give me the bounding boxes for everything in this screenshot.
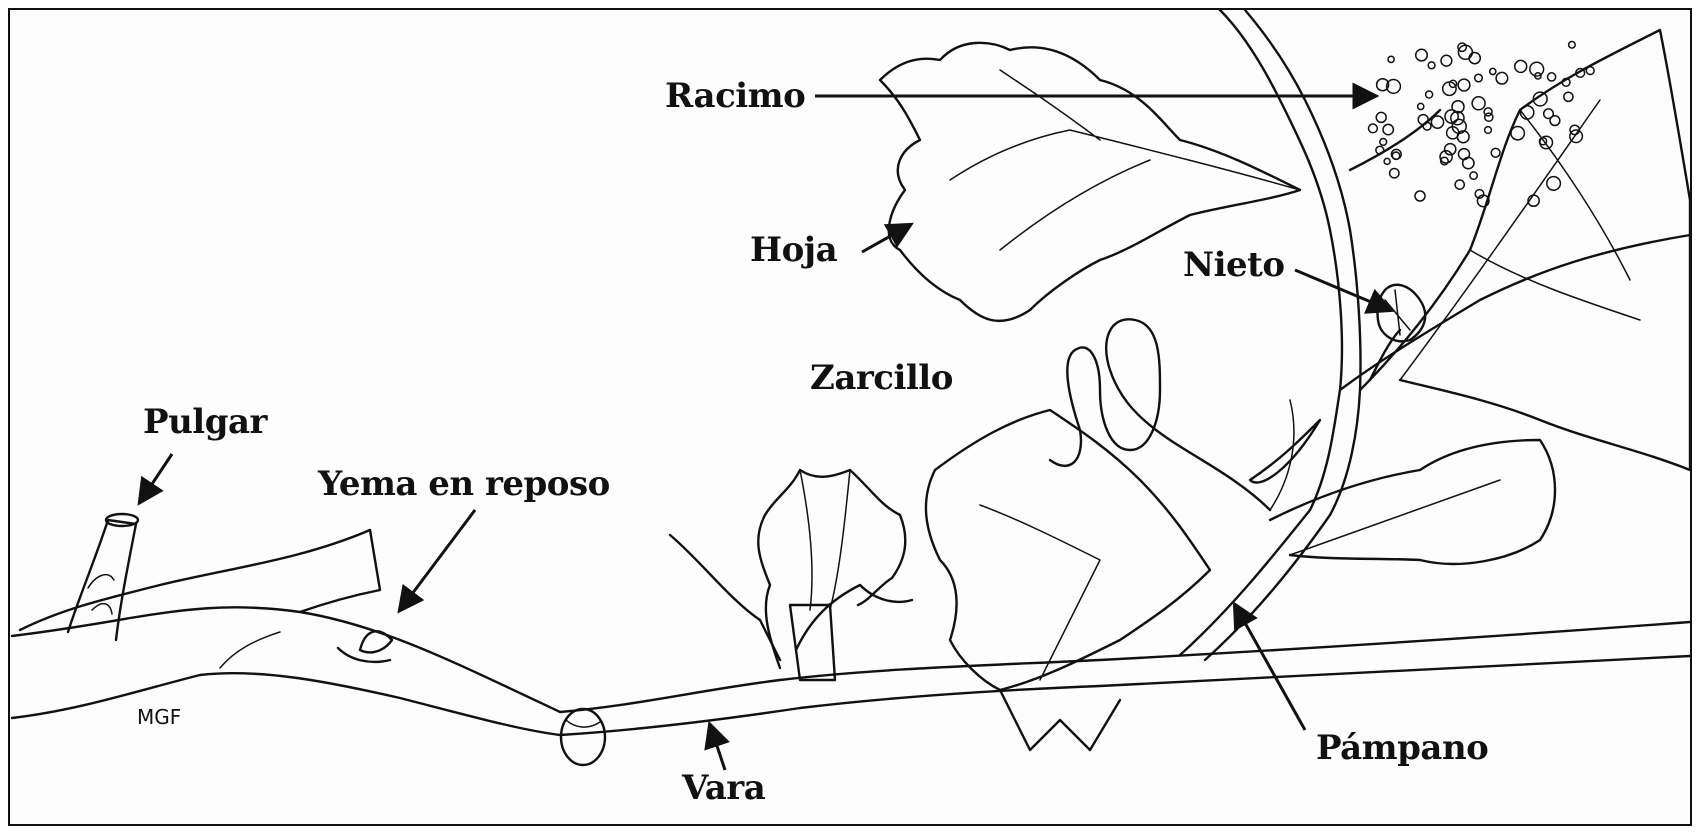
label-vara: Vara — [681, 768, 766, 808]
middle-leaf — [926, 410, 1210, 750]
right-leaf — [1360, 30, 1690, 470]
flower-bud — [1416, 49, 1428, 61]
flower-bud — [1415, 191, 1425, 201]
dormant-bud — [338, 631, 392, 662]
flower-bud — [1418, 115, 1428, 125]
label-zarcillo: Zarcillo — [810, 358, 953, 398]
flower-bud — [1530, 62, 1544, 76]
main-cane — [12, 530, 1690, 735]
flower-bud — [1458, 79, 1470, 91]
flower-bud — [1441, 55, 1452, 66]
hoja-arrow — [862, 225, 910, 252]
flower-bud — [1390, 169, 1399, 178]
flower-bud — [1380, 139, 1387, 146]
pulgar-arrow — [140, 454, 172, 502]
flower-bud — [1491, 148, 1500, 157]
central-leaves — [670, 470, 912, 680]
flower-bud — [1485, 113, 1493, 121]
lower-right-leaves — [1250, 420, 1555, 564]
artist-signature: MGF — [137, 705, 181, 729]
flower-bud — [1569, 42, 1576, 49]
flower-bud — [1485, 127, 1492, 134]
flower-bud — [1383, 124, 1393, 134]
pampano-arrow — [1235, 605, 1305, 730]
flower-bud — [1469, 53, 1480, 64]
vara-arrow — [710, 725, 725, 770]
racimo-cluster — [1369, 42, 1595, 207]
flower-bud — [1547, 177, 1561, 191]
pulgar-spur — [68, 514, 138, 640]
label-hoja: Hoja — [750, 230, 838, 270]
flower-bud — [1475, 74, 1483, 82]
flower-bud — [1428, 62, 1435, 69]
flower-bud — [1511, 127, 1524, 140]
cane-node — [561, 709, 605, 765]
label-pulgar: Pulgar — [143, 402, 269, 442]
flower-bud — [1490, 68, 1496, 74]
flower-bud — [1455, 180, 1464, 189]
flower-bud — [1418, 103, 1424, 109]
flower-bud — [1431, 116, 1443, 128]
flower-bud — [1548, 73, 1556, 81]
flower-bud — [1376, 112, 1386, 122]
flower-bud — [1470, 172, 1477, 179]
flower-bud — [1426, 91, 1433, 98]
flower-bud — [1496, 72, 1508, 84]
flower-bud — [1564, 92, 1573, 101]
flower-bud — [1459, 149, 1470, 160]
flower-bud — [1369, 124, 1378, 133]
yema-arrow — [400, 510, 475, 610]
flower-bud — [1515, 60, 1527, 72]
label-pampano: Pámpano — [1316, 728, 1488, 768]
label-nieto: Nieto — [1183, 245, 1285, 285]
flower-bud — [1388, 56, 1394, 62]
annotation-arrows — [140, 96, 1390, 770]
flower-bud — [1384, 158, 1390, 164]
nieto-arrow — [1295, 270, 1390, 310]
nieto-lateral — [1370, 285, 1425, 380]
label-racimo: Racimo — [665, 76, 805, 116]
flower-bud — [1458, 45, 1472, 59]
flower-bud — [1550, 116, 1560, 126]
flower-bud — [1392, 152, 1399, 159]
label-yema-en-reposo: Yema en reposo — [317, 464, 610, 504]
flower-bud — [1472, 97, 1485, 110]
